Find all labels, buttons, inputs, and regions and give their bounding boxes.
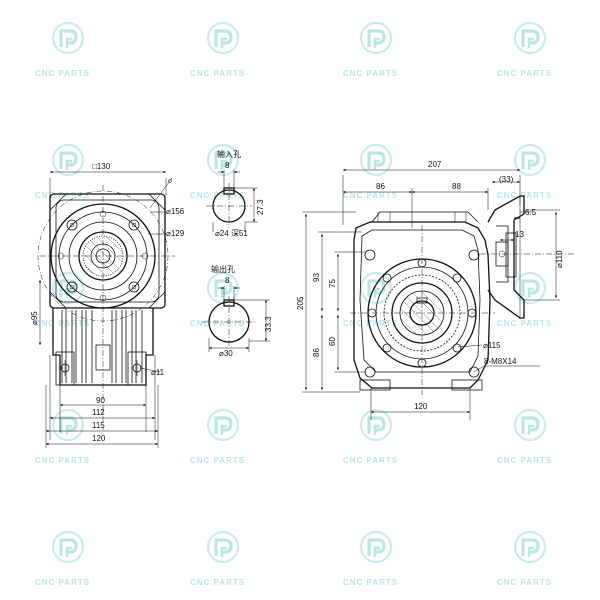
dim-w120-right: 120 (414, 402, 428, 411)
dim-w120: 120 (92, 434, 106, 443)
dim-h75: 75 (328, 279, 337, 288)
svg-text:CNC PARTS: CNC PARTS (497, 456, 552, 465)
dim-d115: ⌀115 (483, 341, 501, 350)
svg-text:CNC PARTS: CNC PARTS (343, 456, 398, 465)
dim-d11: ⌀11 (151, 368, 165, 377)
dim-d95: ⌀95 (30, 311, 39, 325)
input-flange (487, 195, 525, 319)
output-key-width: 8 (225, 276, 230, 285)
svg-text:CNC PARTS: CNC PARTS (190, 456, 245, 465)
dim-h60: 60 (328, 337, 337, 346)
dim-w115: 115 (92, 421, 105, 430)
right-view: 207 86 88 (33) 120 (296, 160, 575, 420)
svg-text:CNC PARTS: CNC PARTS (343, 578, 398, 587)
output-bore-view: 输出孔 8 33.3 ⌀30 (202, 264, 273, 358)
svg-text:CNC PARTS: CNC PARTS (35, 578, 90, 587)
flange-bolt-holes (57, 210, 149, 302)
svg-text:CNC PARTS: CNC PARTS (343, 319, 398, 328)
output-bore-dia: ⌀30 (219, 349, 233, 358)
dim-w90: 90 (96, 396, 105, 405)
svg-text:CNC PARTS: CNC PARTS (343, 69, 398, 78)
dim-h86: 86 (312, 348, 321, 357)
watermark-logo (51, 21, 547, 564)
dim-w207: 207 (428, 160, 442, 169)
input-bore-depth: 27.3 (256, 199, 265, 215)
input-bore-title: 输入孔 (217, 149, 241, 159)
housing-body (52, 308, 154, 386)
dim-w13: 13 (515, 230, 524, 239)
svg-text:CNC PARTS: CNC PARTS (190, 578, 245, 587)
dim-d129: ⌀129 (166, 229, 185, 238)
svg-text:CNC PARTS: CNC PARTS (190, 69, 245, 78)
dim-d156: ⌀156 (166, 207, 185, 216)
svg-text:CNC PARTS: CNC PARTS (497, 69, 552, 78)
dim-d110: ⌀110 (555, 250, 564, 268)
dim-w112: 112 (92, 408, 105, 417)
dim-w88: 88 (452, 182, 461, 191)
svg-text:CNC PARTS: CNC PARTS (497, 319, 552, 328)
output-bore-title: 输出孔 (211, 264, 235, 274)
dim-w6-5: 6.5 (525, 208, 537, 217)
input-key-width: 8 (225, 161, 230, 170)
svg-text:CNC PARTS: CNC PARTS (497, 578, 552, 587)
svg-text:CNC PARTS: CNC PARTS (35, 456, 90, 465)
dim-w33: (33) (499, 175, 514, 184)
dim-h205: 205 (296, 296, 305, 310)
output-bore-depth: 33.3 (264, 316, 273, 332)
left-view: □130 (30, 162, 185, 448)
svg-text:CNC PARTS: CNC PARTS (343, 191, 398, 200)
watermark-layer: CNC PARTS CNC PARTS CNC PARTS CNC PARTS … (35, 21, 552, 587)
svg-text:CNC PARTS: CNC PARTS (35, 69, 90, 78)
dim-square-130: □130 (92, 162, 111, 171)
bolt-callout: 8-M8X14 (484, 357, 517, 366)
svg-text:CNC PARTS: CNC PARTS (190, 319, 245, 328)
svg-text:CNC PARTS: CNC PARTS (35, 191, 90, 200)
input-bore-view: 输入孔 8 27.3 ⌀24 深51 (206, 149, 265, 238)
dim-w86: 86 (376, 182, 385, 191)
dim-h93: 93 (312, 273, 321, 282)
gearbox-housing (353, 221, 491, 389)
input-bore-dia: ⌀24 深51 (215, 229, 248, 238)
